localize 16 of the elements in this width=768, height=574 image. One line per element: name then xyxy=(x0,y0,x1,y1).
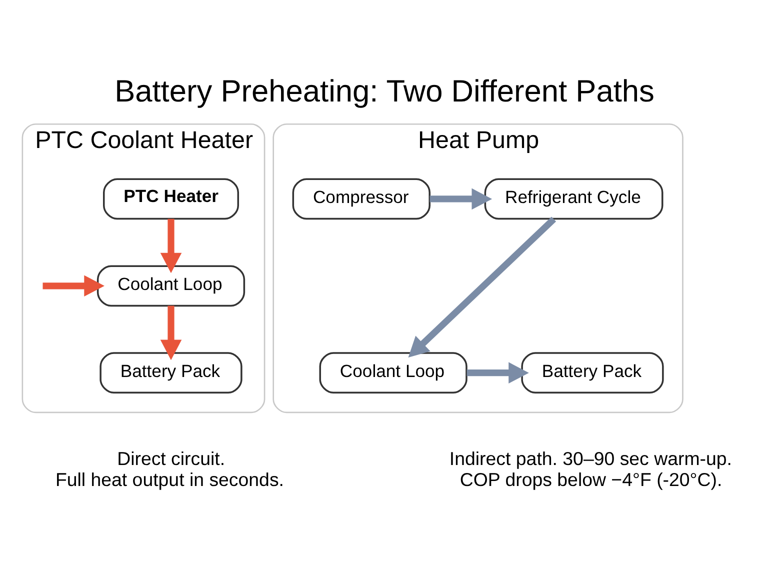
node-box: Battery Pack xyxy=(520,352,664,394)
arrow xyxy=(160,306,182,360)
node-box: Coolant Loop xyxy=(318,352,467,394)
node-box: Compressor xyxy=(292,178,430,220)
diagram-title: Battery Preheating: Two Different Paths xyxy=(114,73,654,108)
label: Indirect path. 30–90 sec warm-up. COP drops below −4°F (-20°C). xyxy=(448,448,732,490)
node-box: Coolant Loop xyxy=(96,265,245,307)
node-box: Refrigerant Cycle xyxy=(484,178,663,220)
label: Direct circuit. Full heat output in seconds. xyxy=(54,448,284,490)
arrow xyxy=(408,216,556,358)
arrow xyxy=(429,188,492,210)
node-box: Battery Pack xyxy=(99,352,242,394)
arrow xyxy=(160,218,182,274)
node-box: PTC Heater xyxy=(102,178,239,220)
arrow xyxy=(42,275,104,297)
arrow xyxy=(466,362,528,384)
